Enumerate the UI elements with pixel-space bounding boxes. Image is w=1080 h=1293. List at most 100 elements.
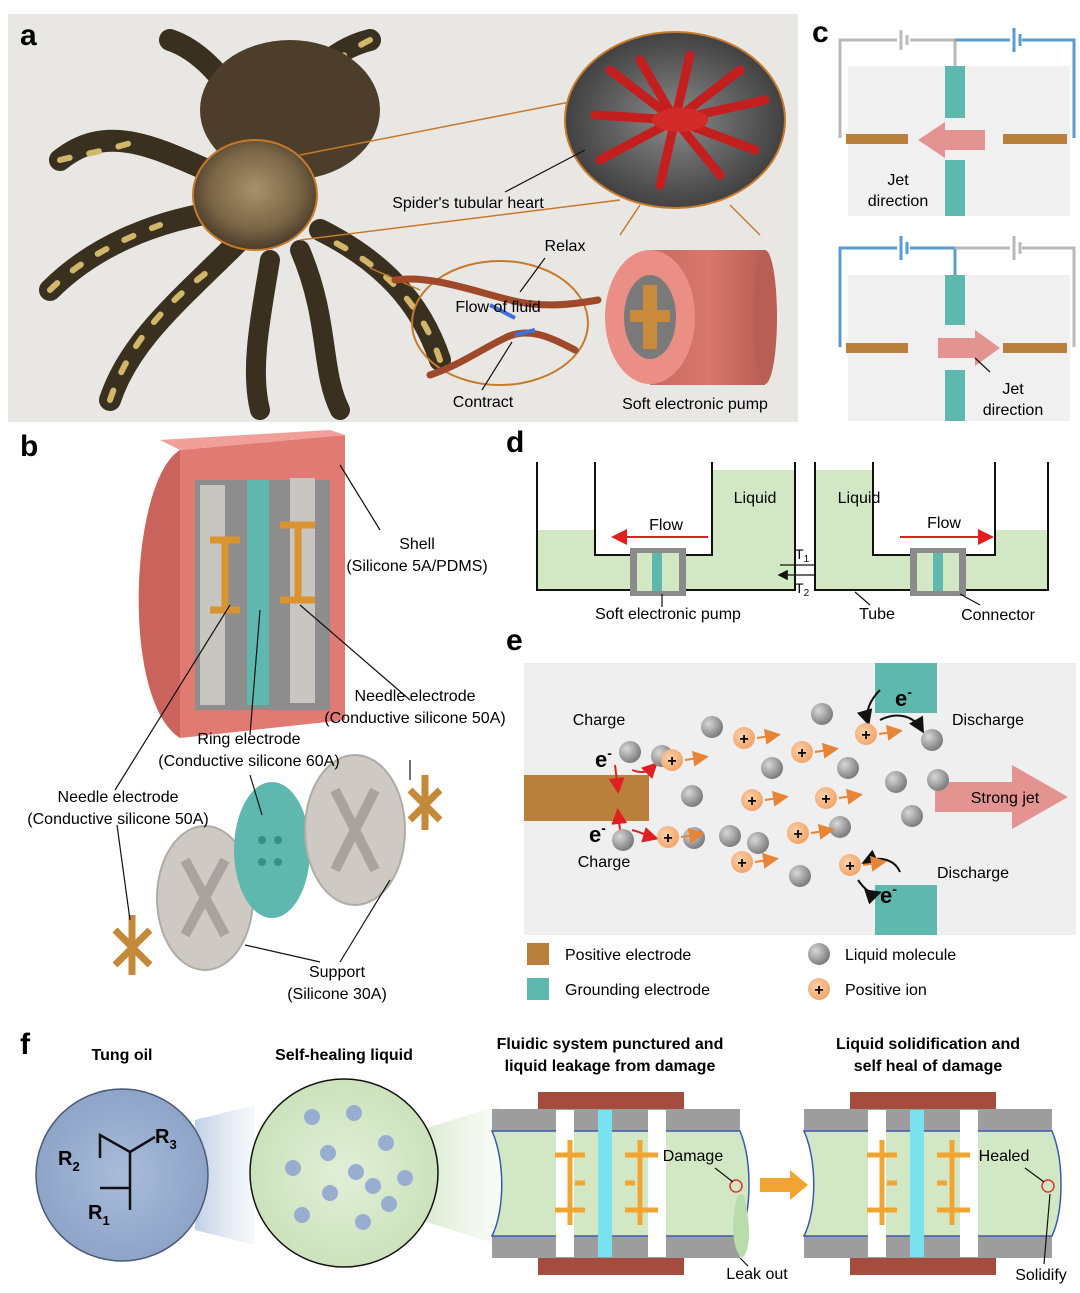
- positive-electrode: [846, 134, 908, 144]
- soft-pump-cylinder: [605, 250, 777, 385]
- panel-f: f Tung oil Self-healing liquid Fluidic s…: [20, 1028, 1067, 1284]
- shell-top: [160, 430, 345, 450]
- liquid-molecule: [829, 816, 851, 838]
- pump-needle-horizontal: [630, 310, 670, 322]
- ion-motion-arrow: [764, 790, 789, 807]
- panel-a: Spider's tubular heart Relax Flow of flu…: [8, 14, 798, 422]
- legend-grounding-electrode: Grounding electrode: [565, 982, 710, 999]
- positive-ion: [815, 787, 837, 809]
- label-discharge-bottom: Discharge: [937, 865, 1009, 882]
- ion-motion-arrow: [838, 788, 863, 805]
- legend-positive-electrode: Positive electrode: [565, 947, 691, 964]
- label-healed: Healed: [979, 1148, 1030, 1165]
- label-t2: T2: [795, 580, 810, 599]
- positive-ion-sign: +: [667, 753, 676, 770]
- label-shell: Shell: [399, 536, 435, 553]
- positive-ion-sign: +: [793, 826, 802, 843]
- fluid-highlight: [514, 328, 536, 337]
- leader-line: [504, 149, 586, 193]
- grounding-electrode: [945, 66, 965, 118]
- legend-swatch-positive-electrode: [527, 943, 549, 965]
- label-flow-right: Flow: [927, 515, 961, 532]
- fluid-highlight: [489, 303, 516, 320]
- label-soft-pump: Soft electronic pump: [622, 396, 768, 413]
- liquid-molecule: [619, 741, 641, 763]
- positive-electrode: [1003, 343, 1067, 353]
- tube-wall-bottom: [804, 1236, 1052, 1258]
- ring-hole: [258, 858, 266, 866]
- electron-discharge-bottom: e-: [880, 881, 897, 908]
- positive-ion-sign: +: [747, 793, 756, 810]
- healing-droplet: [348, 1164, 364, 1180]
- ion-motion-arrow: [814, 742, 839, 759]
- leader-line: [714, 1167, 734, 1183]
- label-charge-bottom: Charge: [578, 854, 631, 871]
- label-damage: Damage: [663, 1148, 724, 1165]
- positive-ion: [787, 822, 809, 844]
- liquid-molecule: [612, 829, 634, 851]
- liquid-molecules: [612, 703, 949, 887]
- leader-line: [114, 604, 231, 791]
- panel-letter-c: c: [812, 16, 829, 49]
- circuit-bottom-wire-gray: [955, 246, 1076, 347]
- panel-letter-f: f: [20, 1028, 31, 1061]
- discharge-arrow: [856, 689, 881, 726]
- ring-hole: [274, 836, 282, 844]
- liquid-molecule: [927, 769, 949, 791]
- legend-swatch-grounding-electrode: [527, 978, 549, 1000]
- flow-callout-oval: [411, 260, 589, 386]
- legend-ion-plus: +: [814, 982, 823, 999]
- charge-arrow: [611, 808, 628, 831]
- liquid-molecule: [811, 703, 833, 725]
- leader-line: [854, 591, 871, 606]
- healing-droplet: [322, 1185, 338, 1201]
- label-solidify: Solidify: [1015, 1267, 1067, 1284]
- leak-droplet: [733, 1195, 749, 1258]
- liquid-left-system: [537, 470, 795, 590]
- liquid-molecule: [837, 757, 859, 779]
- circuit-top-wire-blue: [955, 38, 1076, 138]
- ion-motion-arrow: [684, 750, 709, 767]
- leader-line: [739, 1257, 749, 1267]
- pump-left-ring: [652, 553, 662, 591]
- legend-liquid-molecule: Liquid molecule: [845, 947, 956, 964]
- label-discharge-top: Discharge: [952, 712, 1024, 729]
- label-connector: Connector: [961, 607, 1035, 624]
- leader-line: [249, 609, 261, 736]
- healing-droplet: [355, 1214, 371, 1230]
- positive-ion: [791, 741, 813, 763]
- leader-line: [959, 593, 981, 606]
- label-flow-of-fluid: Flow of fluid: [455, 299, 540, 316]
- positive-ion: [741, 789, 763, 811]
- pump-back-face: [753, 250, 777, 384]
- healing-droplet: [381, 1196, 397, 1212]
- label-liquid-right: Liquid: [838, 490, 881, 507]
- strong-jet-arrow: [935, 765, 1068, 829]
- ionize-arrow: [631, 762, 658, 780]
- label-needle-left-material: (Conductive silicone 50A): [27, 811, 208, 828]
- spider-cephalothorax: [192, 139, 318, 251]
- discharge-arrow: [879, 714, 925, 734]
- liquid-molecule: [701, 716, 723, 738]
- title-punctured-1: Fluidic system punctured and: [497, 1036, 724, 1053]
- healing-droplet: [320, 1145, 336, 1161]
- healing-droplet: [294, 1207, 310, 1223]
- positive-electrode-e: [524, 775, 649, 821]
- needle-electrode: [937, 1140, 970, 1225]
- healing-droplet: [285, 1160, 301, 1176]
- tube-wall-top: [804, 1109, 1052, 1131]
- ring-hole: [258, 836, 266, 844]
- ring-electrode-plate: [247, 480, 269, 705]
- electron-charge-top: e-: [595, 745, 612, 772]
- transition-arrow-f: [760, 1170, 808, 1200]
- healed-marker: [1041, 1179, 1055, 1193]
- discharge-arrow: [857, 879, 882, 905]
- label-direction-top: direction: [868, 193, 928, 210]
- shell-curve: [138, 450, 180, 738]
- healing-droplet: [365, 1178, 381, 1194]
- ion-motion-arrow: [754, 852, 779, 869]
- label-jet-bottom: Jet: [1002, 381, 1024, 398]
- title-self-healing: Self-healing liquid: [275, 1047, 413, 1064]
- label-ring-material: (Conductive silicone 60A): [158, 753, 339, 770]
